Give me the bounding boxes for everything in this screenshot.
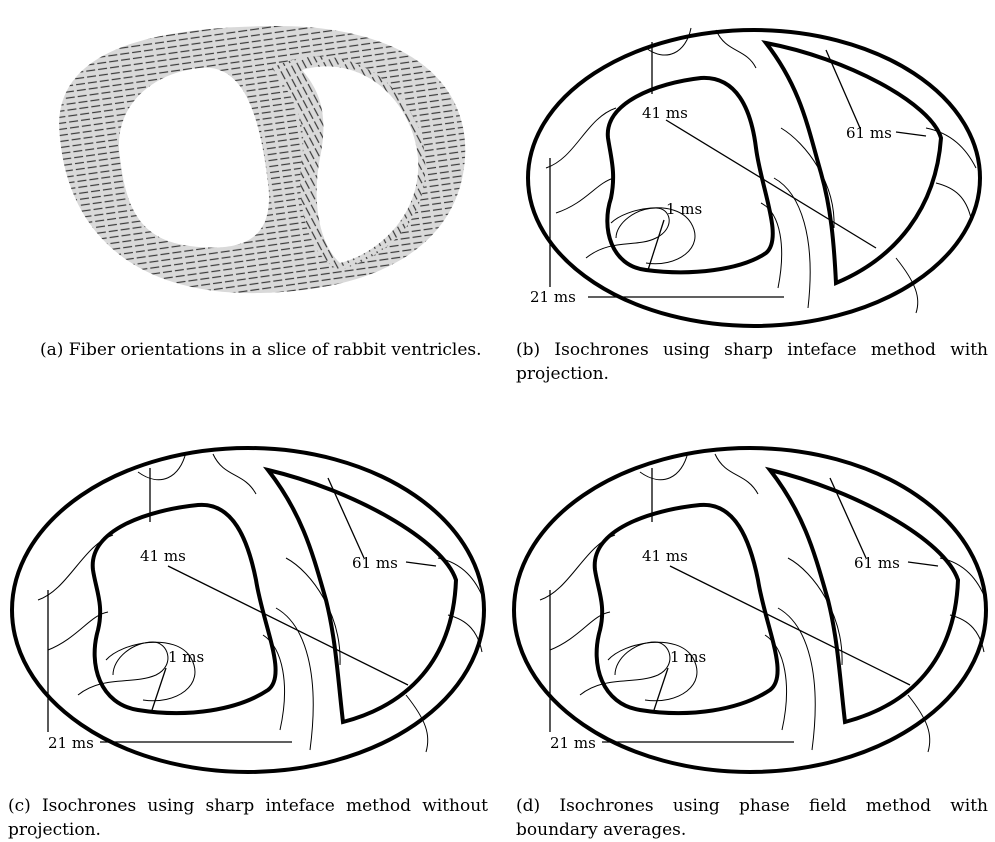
panel-d-image: 41 ms 61 ms 1 ms 21 ms xyxy=(510,430,990,790)
panel-a-image xyxy=(40,8,480,308)
label-41ms: 41 ms xyxy=(642,104,688,122)
panel-b-image: 41 ms 61 ms 1 ms 21 ms xyxy=(516,8,992,328)
label-21ms: 21 ms xyxy=(550,734,596,752)
rv-cavity-boundary xyxy=(766,43,941,283)
lv-cavity-boundary xyxy=(595,505,778,713)
label-1ms: 1 ms xyxy=(666,200,702,218)
outer-boundary xyxy=(12,448,484,772)
ventricle-tissue-ring xyxy=(59,26,465,293)
caption-panel-a: (a) Fiber orientations in a slice of rab… xyxy=(40,338,488,362)
label-61ms: 61 ms xyxy=(352,554,398,572)
label-21ms: 21 ms xyxy=(530,288,576,306)
outer-boundary xyxy=(514,448,986,772)
label-61ms: 61 ms xyxy=(846,124,892,142)
rv-cavity-boundary xyxy=(268,470,456,722)
rv-cavity-boundary xyxy=(770,470,958,722)
label-41ms: 41 ms xyxy=(140,547,186,565)
label-1ms: 1 ms xyxy=(168,648,204,666)
label-1ms: 1 ms xyxy=(670,648,706,666)
label-21ms: 21 ms xyxy=(48,734,94,752)
panel-c-image: 41 ms 61 ms 1 ms 21 ms xyxy=(8,430,488,790)
label-41ms: 41 ms xyxy=(642,547,688,565)
label-61ms: 61 ms xyxy=(854,554,900,572)
caption-panel-d: (d) Isochrones using phase field method … xyxy=(516,794,988,842)
lv-cavity-boundary xyxy=(93,505,276,713)
caption-panel-c: (c) Isochrones using sharp inteface meth… xyxy=(8,794,488,842)
label-leaders xyxy=(550,42,926,297)
caption-panel-b: (b) Isochrones using sharp inteface meth… xyxy=(516,338,988,386)
